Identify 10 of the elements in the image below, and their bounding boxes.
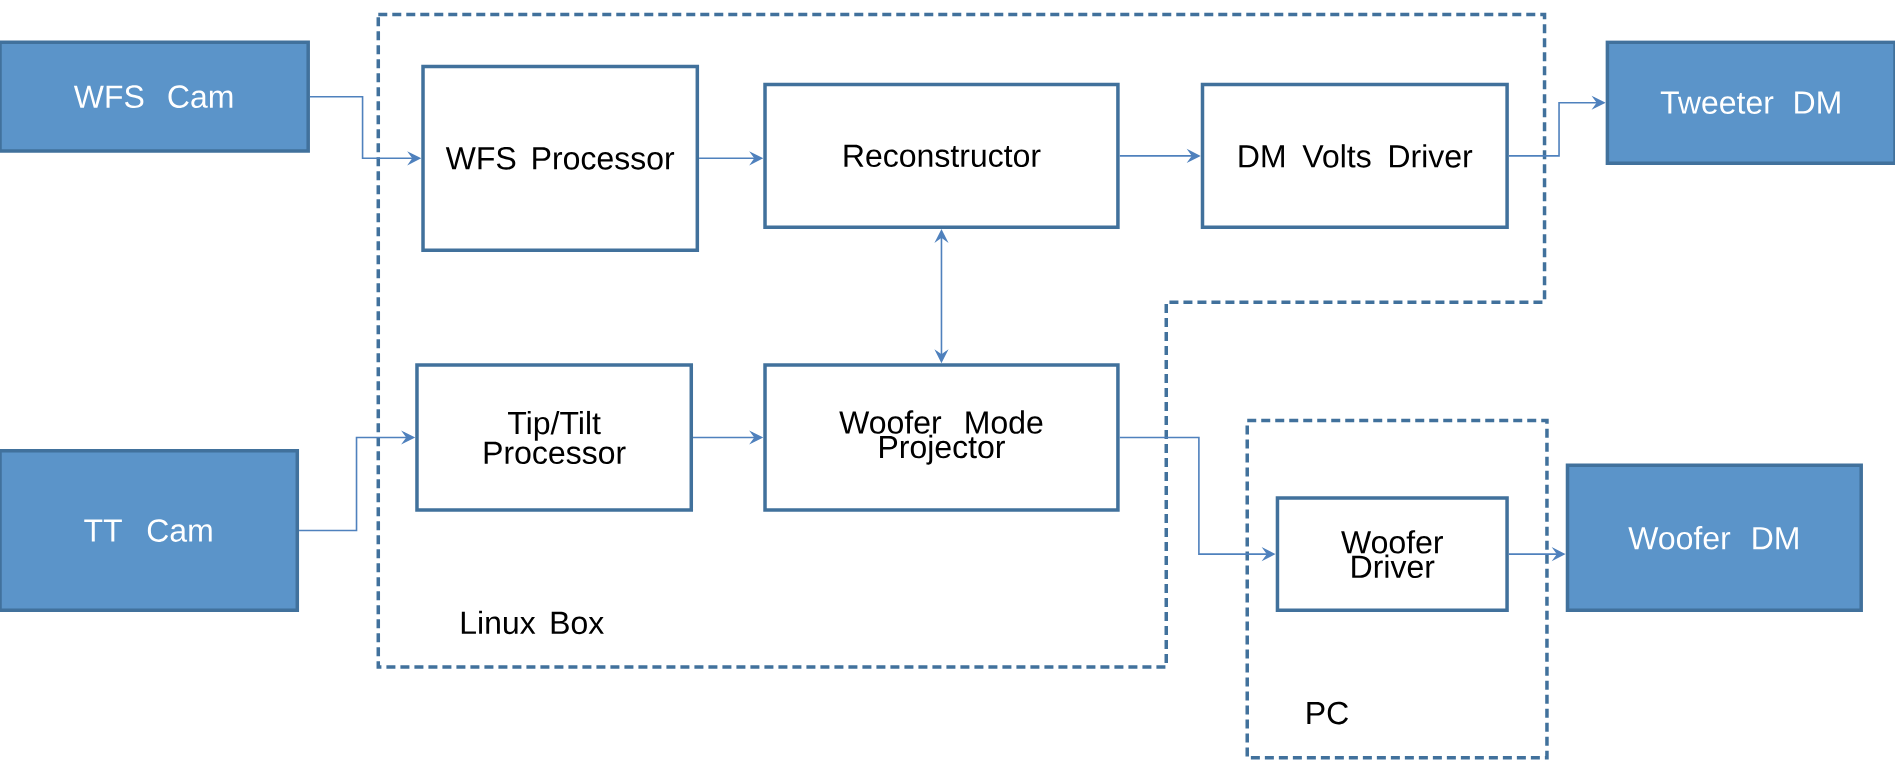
device-box: WFS Cam	[0, 40, 310, 153]
device-box: Tweeter DM	[1605, 40, 1895, 165]
process-box: Woofer Mode Projector	[763, 363, 1120, 512]
device-box: TT Cam	[0, 449, 300, 612]
device-box: Woofer DM	[1565, 463, 1863, 612]
process-box: Tip/Tilt Processor	[415, 363, 693, 512]
process-box: WFS Processor	[421, 64, 700, 252]
process-box: DM Volts Driver	[1200, 82, 1509, 229]
process-box: Woofer Driver	[1275, 496, 1509, 612]
process-box: Reconstructor	[763, 82, 1120, 229]
